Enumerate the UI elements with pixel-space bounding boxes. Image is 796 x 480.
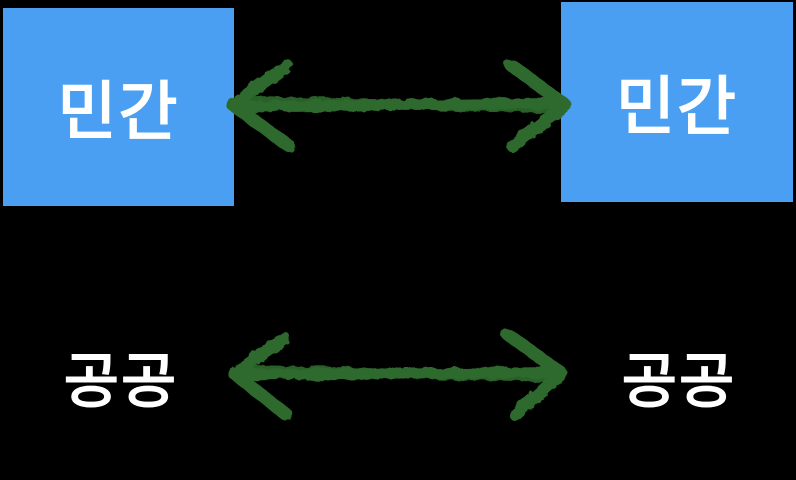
top-bidirectional-arrow-icon <box>226 58 572 153</box>
node-public-right-label: 공공 <box>621 347 737 415</box>
node-public-left-label: 공공 <box>63 347 179 415</box>
node-private-right-label: 민간 <box>616 71 738 143</box>
bottom-bidirectional-arrow-icon <box>228 328 568 421</box>
node-private-left: 민간 <box>3 8 234 206</box>
node-private-right: 민간 <box>561 2 793 202</box>
node-public-left: 공공 <box>38 340 204 415</box>
node-private-left-label: 민간 <box>57 76 180 148</box>
node-public-right: 공공 <box>596 340 762 415</box>
